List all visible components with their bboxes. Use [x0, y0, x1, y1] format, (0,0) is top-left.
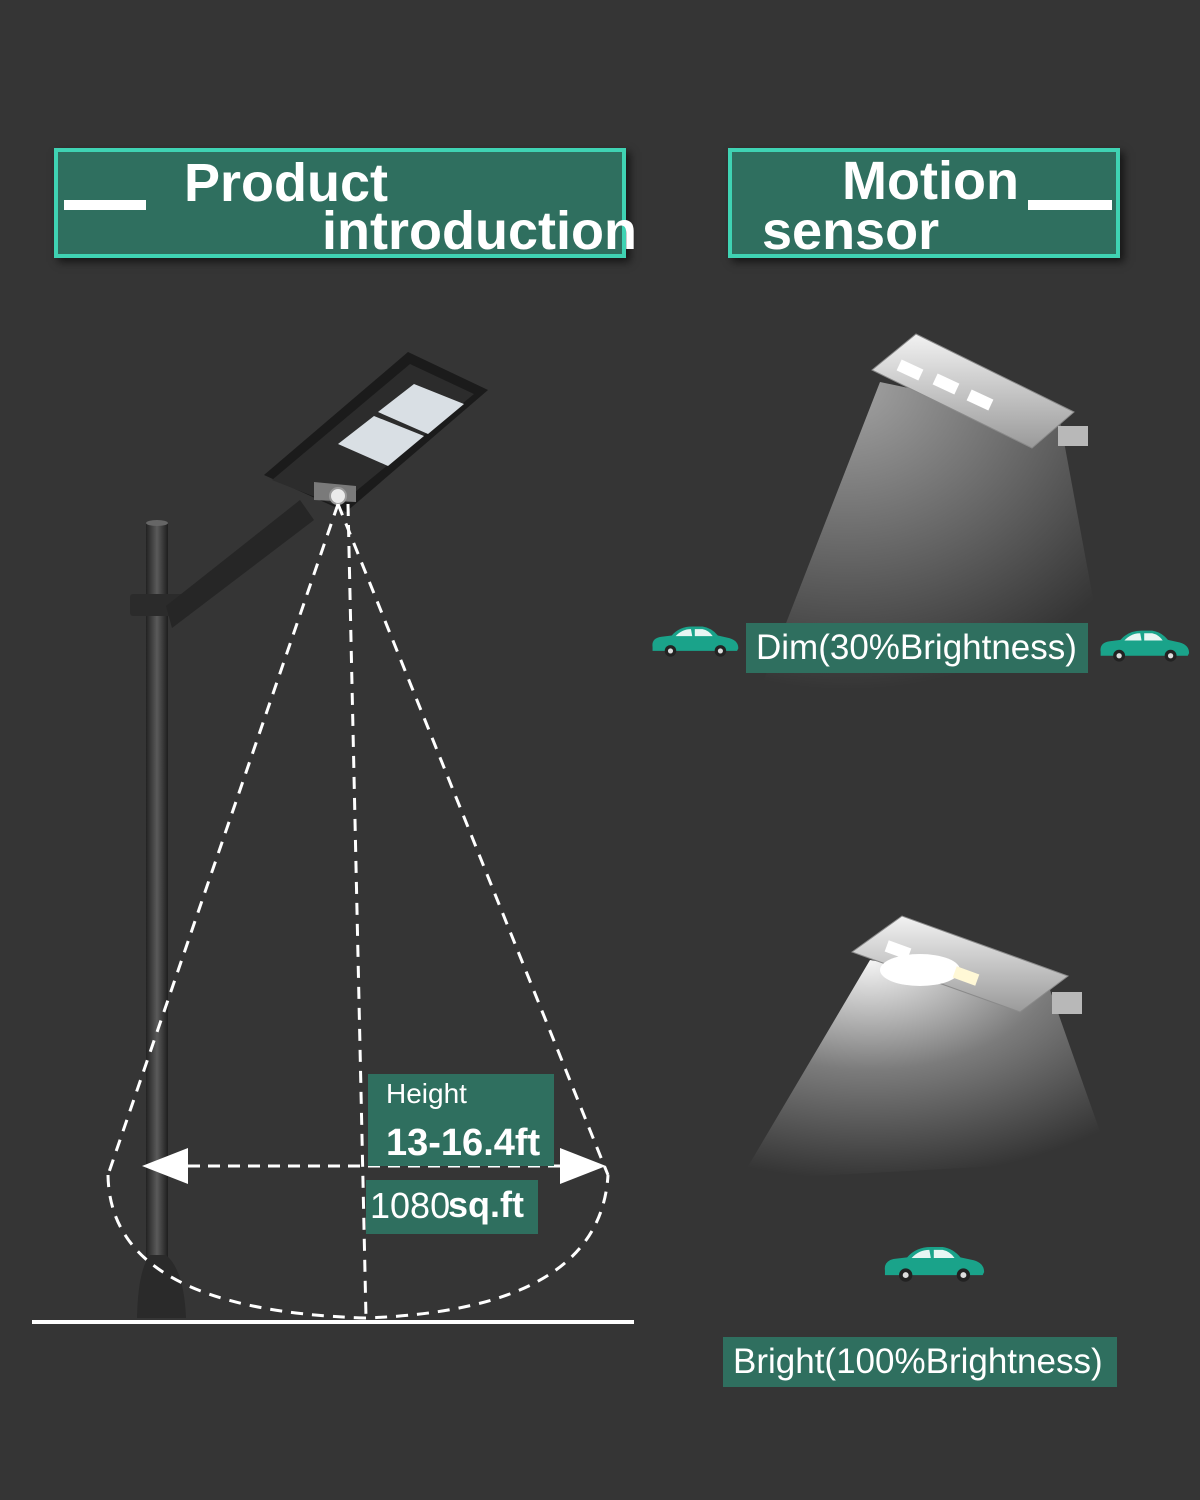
bright-mode-label: Bright(100%Brightness): [723, 1337, 1117, 1387]
area-number: 1080: [370, 1185, 451, 1226]
width-arrow: [142, 1148, 606, 1184]
height-panel: Height 13-16.4ft: [368, 1074, 554, 1166]
dim-mode-text: Dim(30%Brightness): [756, 628, 1077, 667]
bright-mode-text: Bright(100%Brightness): [733, 1342, 1103, 1381]
arrow-left-icon: [142, 1148, 188, 1184]
area-panel: 1080 sq.ft: [366, 1180, 538, 1234]
banner-title-line2: sensor: [762, 201, 940, 261]
car-icon: [1100, 630, 1190, 662]
banner-rule: [64, 200, 146, 210]
bright-light-fixture: [740, 915, 1110, 1180]
banner-title-line1: Motion: [842, 151, 1019, 211]
banner-title-line1: Product: [184, 153, 389, 213]
detection-cone: [106, 503, 610, 1320]
banner-rule: [1028, 200, 1112, 210]
street-light-pole: [130, 500, 314, 1318]
car-icon: [652, 626, 739, 657]
dim-light-fixture: [760, 333, 1110, 690]
product-introduction-banner: Product introduction: [54, 148, 637, 258]
banner-title-line2: introduction: [322, 201, 637, 261]
motion-sensor-icon: [329, 487, 347, 505]
car-icon: [884, 1246, 985, 1282]
dim-mode-label: Dim(30%Brightness): [746, 623, 1088, 673]
street-light-head: [264, 352, 488, 512]
arrow-right-icon: [560, 1148, 606, 1184]
area-unit: sq.ft: [448, 1184, 524, 1225]
height-label: Height: [386, 1078, 467, 1109]
motion-sensor-banner: Motion sensor: [728, 148, 1120, 258]
height-value: 13-16.4ft: [386, 1122, 541, 1164]
